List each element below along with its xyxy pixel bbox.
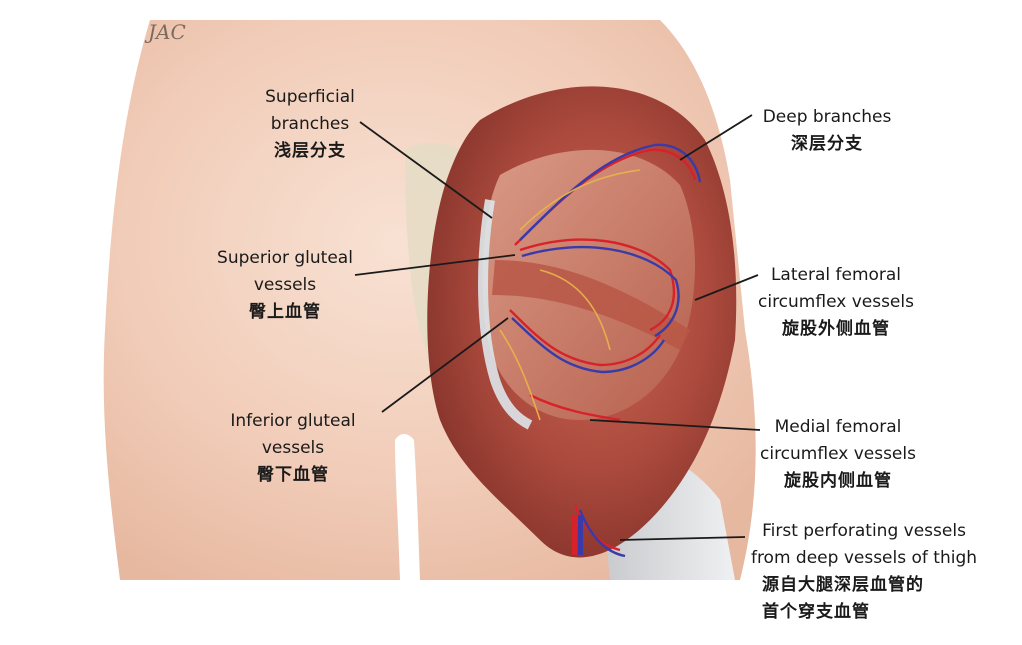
- label-text: First perforating vessels: [762, 521, 966, 541]
- label-text-zh: 臀上血管: [249, 302, 321, 322]
- fascia-rim: [478, 199, 533, 430]
- label-text: Deep branches: [762, 107, 892, 127]
- label-text: Inferior gluteal: [230, 411, 356, 431]
- artist-signature: JAC: [148, 20, 186, 44]
- label-text-zh: 旋股内侧血管: [784, 471, 892, 491]
- label-medial-femoral: Medial femoral circumflex vessels 旋股内侧血管: [748, 414, 928, 495]
- leader-lines: [354, 114, 761, 541]
- label-text-zh: 浅层分支: [274, 141, 346, 161]
- label-text: circumflex vessels: [760, 444, 916, 464]
- label-text-zh: 臀下血管: [257, 465, 329, 485]
- label-inferior-gluteal: Inferior gluteal vessels 臀下血管: [218, 408, 368, 489]
- label-text: Medial femoral: [774, 417, 902, 437]
- label-lateral-femoral: Lateral femoral circumflex vessels 旋股外侧血…: [746, 262, 926, 343]
- label-text: vessels: [261, 438, 325, 458]
- leader-inferior-gluteal: [381, 317, 509, 413]
- label-text: branches: [270, 114, 350, 134]
- nerves: [499, 169, 641, 421]
- leader-medial-femoral: [589, 419, 761, 431]
- label-text: Superior gluteal: [217, 248, 353, 268]
- label-text-zh: 深层分支: [791, 134, 863, 154]
- leader-deep: [679, 114, 753, 161]
- label-text-zh: 首个穿支血管: [762, 602, 870, 622]
- label-text: from deep vessels of thigh: [750, 548, 978, 568]
- label-superficial-branches: Superficial branches 浅层分支: [240, 84, 380, 165]
- label-text: vessels: [253, 275, 317, 295]
- label-deep-branches: Deep branches 深层分支: [752, 104, 902, 158]
- femoral-artery: [572, 515, 577, 555]
- label-text: Superficial: [265, 87, 355, 107]
- label-text-zh: 旋股外侧血管: [782, 319, 890, 339]
- leader-superficial: [359, 121, 493, 219]
- leader-first-perforating: [619, 536, 746, 541]
- gluteal-cleft: [395, 434, 420, 580]
- femoral-vein: [578, 515, 583, 555]
- leader-lateral-femoral: [694, 274, 759, 301]
- leader-superior-gluteal: [354, 254, 516, 276]
- label-text-zh: 源自大腿深层血管的: [762, 575, 924, 595]
- label-first-perforating: First perforating vessels from deep vess…: [736, 518, 992, 626]
- label-text: circumflex vessels: [758, 292, 914, 312]
- label-text: Lateral femoral: [770, 265, 902, 285]
- label-superior-gluteal: Superior gluteal vessels 臀上血管: [210, 245, 360, 326]
